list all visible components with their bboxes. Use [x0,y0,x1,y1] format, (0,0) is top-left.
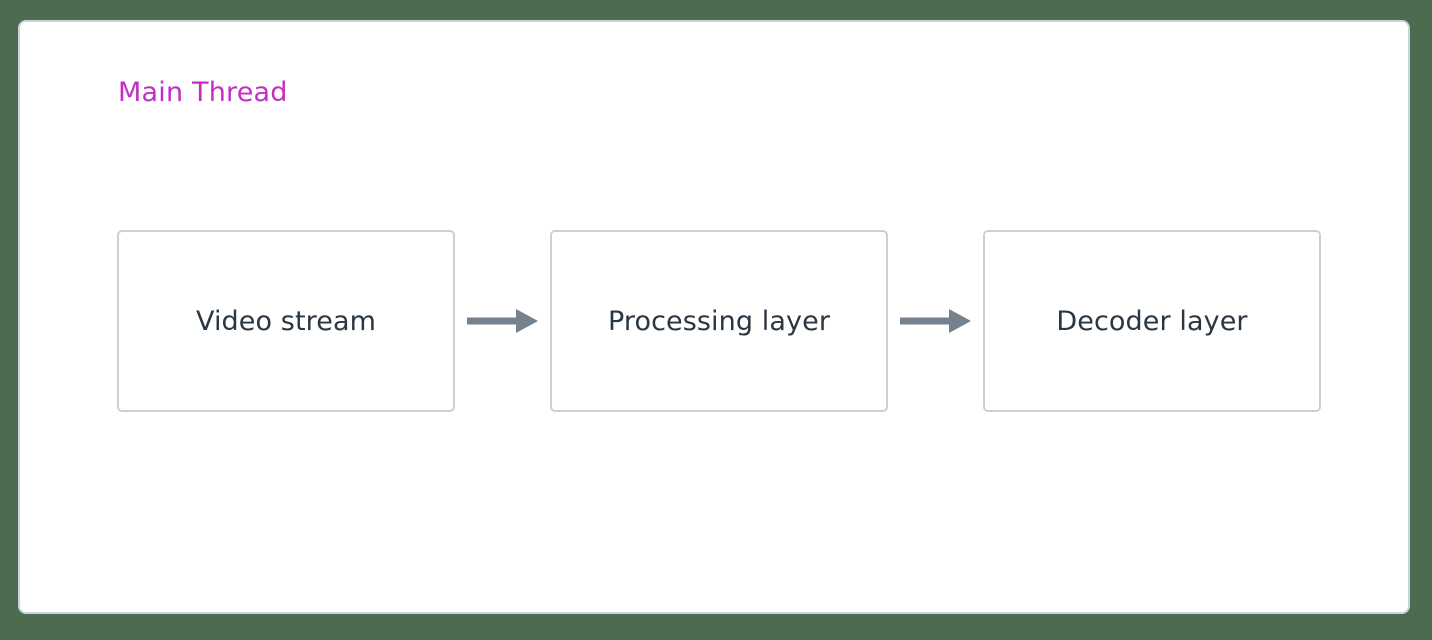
node-video-stream[interactable]: Video stream [117,230,455,412]
arrow-right-icon [466,306,539,336]
edge-processing-layer-to-decoder-layer [899,306,972,336]
node-label-decoder-layer: Decoder layer [1056,305,1248,337]
node-label-processing-layer: Processing layer [607,305,831,337]
arrow-right-icon [899,306,972,336]
node-decoder-layer[interactable]: Decoder layer [983,230,1321,412]
flowchart-row: Video stream Processing layer [117,229,1321,413]
lane-title-main-thread: Main Thread [118,77,288,108]
edge-video-stream-to-processing-layer [466,306,539,336]
main-thread-panel: Main Thread Video stream Processing laye… [18,20,1410,614]
node-label-video-stream: Video stream [195,305,377,337]
node-processing-layer[interactable]: Processing layer [550,230,888,412]
